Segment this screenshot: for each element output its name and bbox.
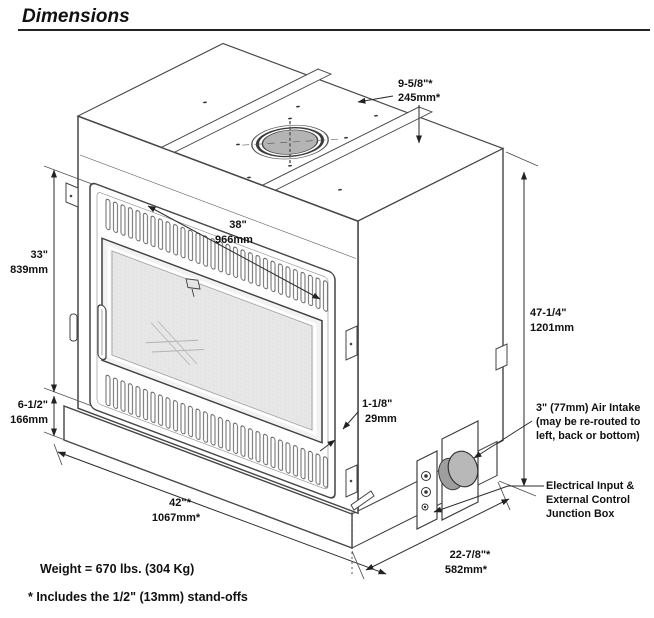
dim-standoff-metric: 29mm — [365, 413, 397, 425]
dim-front-width-metric: 966mm — [215, 234, 253, 246]
dim-overall-depth-metric: 582mm* — [445, 564, 488, 576]
dim-front-height-metric: 839mm — [10, 264, 48, 276]
top-screw-dots — [203, 101, 378, 191]
dim-flue-metric: 245mm* — [398, 92, 441, 104]
glass-reflection — [145, 320, 205, 366]
junction-box — [416, 450, 438, 530]
electrical-note-line1: Electrical Input & — [546, 480, 634, 492]
dim-standoff-imperial: 1-1/8" — [362, 398, 392, 410]
dim-flue-imperial: 9-5/8"* — [398, 78, 433, 90]
dim-base-height-metric: 166mm — [10, 414, 48, 426]
standoff-footnote: * Includes the 1/2" (13mm) stand-offs — [28, 590, 248, 604]
dimension-lines — [43, 95, 544, 580]
dim-overall-depth-imperial: 22-7/8"* — [450, 549, 491, 561]
electrical-note-line2: External Control — [546, 494, 630, 506]
dim-overall-width-imperial: 42"* — [169, 497, 191, 509]
dim-base-height-imperial: 6-1/2" — [18, 399, 48, 411]
electrical-note-line3: Junction Box — [546, 508, 614, 520]
dim-overall-height-imperial: 47-1/4" — [530, 307, 566, 319]
weight-note: Weight = 670 lbs. (304 Kg) — [40, 562, 194, 576]
dim-front-height-imperial: 33" — [31, 249, 48, 261]
dim-overall-width-metric: 1067mm* — [152, 512, 201, 524]
air-intake — [438, 420, 479, 521]
air-intake-note-line3: left, back or bottom) — [536, 430, 640, 442]
dim-overall-height-metric: 1201mm — [530, 322, 574, 334]
dim-front-width-imperial: 38" — [229, 219, 246, 231]
air-intake-note-line2: (may be re-routed to — [536, 416, 641, 428]
flue-collar — [242, 121, 338, 164]
air-intake-note-line1: 3" (77mm) Air Intake — [536, 402, 640, 414]
page-title: Dimensions — [22, 6, 130, 27]
